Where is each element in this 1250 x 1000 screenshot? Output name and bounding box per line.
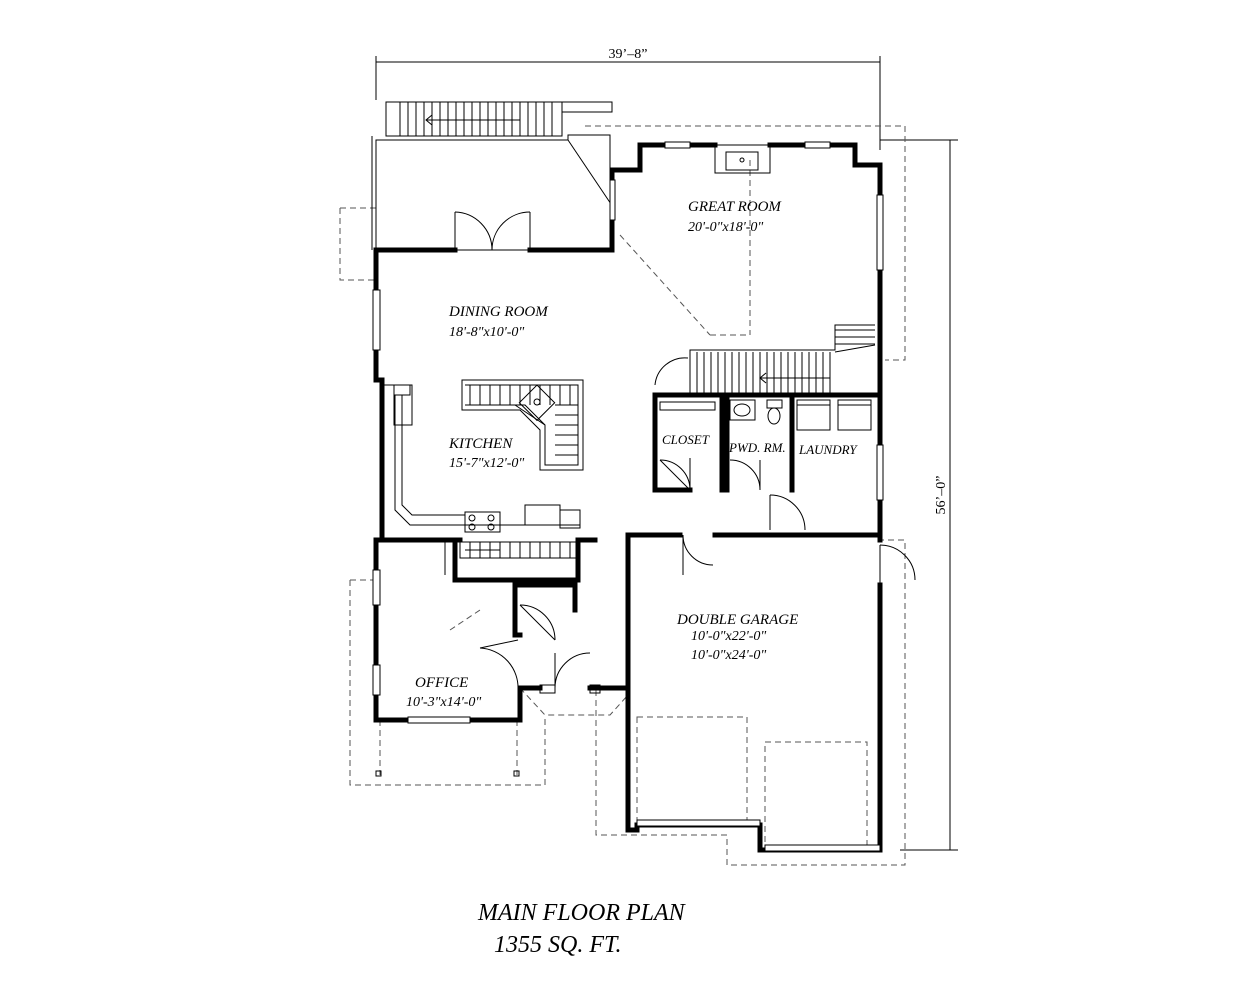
great-room-size: 20'-0"x18'-0" [688, 220, 763, 235]
powder-room-fixtures [729, 399, 783, 491]
room-labels: GREAT ROOM 20'-0"x18'-0" DINING ROOM 18'… [406, 199, 858, 710]
windows [372, 141, 884, 852]
window-great-room-1 [664, 141, 691, 149]
rear-deck [371, 101, 616, 250]
washer-icon [796, 399, 831, 431]
office-size: 10'-3"x14'-0" [406, 695, 481, 710]
deck-stair-treads [399, 102, 553, 136]
interior-walls [373, 392, 883, 693]
width-dimension-label: 39’–8” [609, 47, 648, 62]
roof-overhang-outline [339, 125, 906, 866]
sink-icon [518, 384, 556, 422]
fridge-icon [524, 504, 561, 526]
basement-stairs [444, 540, 579, 575]
window-office-front [407, 716, 471, 724]
dryer-icon [837, 399, 872, 431]
laundry-appliances [796, 399, 872, 431]
window-dining [372, 289, 381, 351]
kitchen-island [461, 379, 584, 471]
window-great-room-side [609, 179, 616, 221]
great-room-label: GREAT ROOM [688, 199, 782, 215]
width-dimension: 39’–8” [375, 47, 881, 150]
depth-dimension-label: 56’–0” [934, 476, 949, 515]
window-great-room-right [876, 194, 884, 271]
dining-room-label: DINING ROOM [448, 304, 549, 320]
doors [479, 494, 916, 694]
depth-dimension: 56’–0” [880, 139, 958, 851]
plan-area: 1355 SQ. FT. [494, 932, 622, 958]
window-office-2 [372, 664, 381, 696]
window-great-room-2 [804, 141, 831, 149]
closet-fixtures [659, 401, 716, 491]
kitchen-size: 15'-7"x12'-0" [449, 456, 524, 471]
patio-doors [454, 211, 531, 251]
powder-room-label: PWD. RM. [728, 440, 786, 455]
washbasin-icon [729, 399, 756, 421]
kitchen-counters [382, 384, 581, 533]
main-stairs [654, 324, 876, 395]
kitchen-label: KITCHEN [448, 436, 513, 452]
window-laundry [876, 444, 884, 501]
garage-size-2: 10'-0"x24'-0" [691, 648, 766, 663]
dining-room-size: 18'-8"x10'-0" [449, 325, 524, 340]
garage-door-2 [764, 844, 881, 852]
laundry-label: LAUNDRY [798, 442, 858, 457]
fireplace-icon [714, 144, 771, 174]
toilet-icon [766, 399, 783, 409]
closet-label: CLOSET [662, 432, 710, 447]
office-label: OFFICE [415, 675, 468, 691]
garage-label: DOUBLE GARAGE [676, 612, 798, 628]
garage-door-1 [636, 819, 761, 827]
window-office-1 [372, 569, 381, 606]
garage-size-1: 10'-0"x22'-0" [691, 629, 766, 644]
plan-title: MAIN FLOOR PLAN [477, 900, 687, 926]
cooktop-icon [464, 511, 501, 533]
exterior-walls [373, 142, 883, 853]
plan-title-block: MAIN FLOOR PLAN 1355 SQ. FT. [477, 900, 687, 958]
